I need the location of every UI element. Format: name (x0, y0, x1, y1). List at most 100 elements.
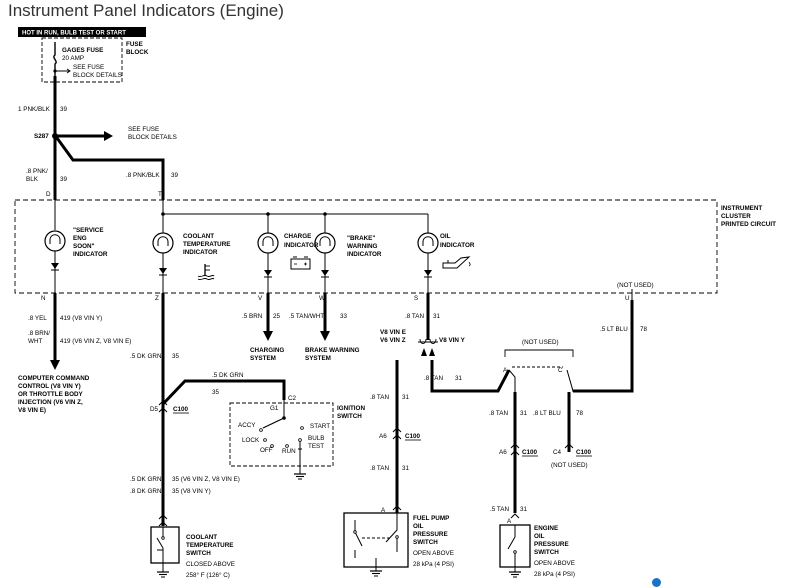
ecm-2: CONTROL (V8 VIN Y) (18, 383, 81, 390)
fp-c100-symbol (392, 427, 402, 440)
wire-39-right-circuit: 39 (171, 172, 179, 179)
ignition-accy: ACCY (238, 422, 256, 429)
diode-brake-icon (321, 253, 329, 293)
wire-39-left-circuit: 39 (60, 176, 68, 183)
wire-78-c-circuit: 78 (576, 410, 584, 417)
variant-left-2: V6 VIN Z (380, 337, 406, 344)
c4-c100-pin: C4 (553, 449, 562, 456)
instrument-cluster-box (14, 199, 718, 294)
coolant-switch-5: 258° F (126° C) (186, 571, 230, 579)
c100-d5-conn: C100 (173, 406, 189, 413)
ind-service-2: ENG (73, 235, 87, 242)
wire-35-ign-gauge: .5 DK GRN (212, 372, 244, 379)
variant-left-arrow (421, 348, 427, 356)
splice-ref: SEE FUSE (128, 126, 159, 133)
wire-35-bottom-g1: .5 DK GRN (130, 476, 162, 483)
pin-s: S (414, 295, 418, 302)
ecm-4: INJECTION (V6 VIN Z, (18, 399, 83, 406)
ind-brake-1: "BRAKE" (347, 235, 375, 242)
fp-c100-conn: C100 (405, 433, 421, 440)
fuse-tap-dot (53, 69, 57, 73)
pin-z: Z (155, 295, 159, 302)
battery-icon (290, 256, 311, 270)
e-c100-symbol (510, 443, 520, 456)
wire-39-right-gauge: .8 PNK/BLK (126, 172, 160, 179)
ignition-run: RUN (282, 448, 296, 455)
wire-31-e-low-gauge: .5 TAN (490, 506, 509, 513)
ind-coolant-3: INDICATOR (183, 249, 218, 256)
wire-33-gauge: .5 TAN/WHT (289, 313, 324, 320)
wire-31-fp-circuit: 31 (402, 394, 410, 401)
fp-switch-contact-1 (395, 535, 399, 539)
pin-d: D (46, 191, 51, 198)
fuse-details-arrow (55, 68, 71, 74)
c100-d5-symbol (158, 400, 168, 413)
cluster-label: INSTRUMENT (721, 205, 762, 212)
diode-service-icon (51, 251, 59, 293)
not-used-u: (NOT USED) (617, 282, 654, 289)
hot-bar-label: HOT IN RUN, BULB TEST OR START (22, 31, 126, 37)
wire-419-gauge2: .8 BRN/ (28, 330, 50, 337)
ignition-test: TEST (308, 443, 324, 450)
ignition-lock: LOCK (242, 437, 260, 444)
wire-31-fp-low-circuit: 31 (402, 465, 410, 472)
coolant-switch-1: COOLANT (186, 534, 217, 541)
bulb-service-icon (44, 230, 66, 252)
bulb-oil-icon (417, 232, 439, 254)
ecm-1: COMPUTER COMMAND (18, 375, 90, 382)
wire-419-gauge3: WHT (28, 338, 42, 345)
mid-switch-c (566, 369, 574, 392)
ind-brake-3: INDICATOR (347, 251, 382, 258)
fuse-block-label2: BLOCK (126, 49, 149, 56)
coolant-ground-icon (157, 571, 169, 578)
wire-419-gauge1: .8 YEL (28, 315, 47, 322)
wire-78-gauge: .5 LT BLU (600, 326, 628, 333)
ignition-contact-off (270, 444, 274, 448)
wire-31-e-low-circuit: 31 (520, 506, 528, 513)
coolant-switch-connector (158, 514, 168, 527)
cluster-label3: PRINTED CIRCUIT (721, 221, 776, 228)
pin-v: V (258, 295, 263, 302)
ignition-c2: C2 (288, 395, 297, 402)
c4-c100-symbol (564, 443, 574, 449)
pin-c-mid: C (558, 367, 563, 374)
fuse-symbol (53, 42, 57, 76)
fp-switch-6: 28 kPa (4 PSI) (413, 561, 454, 568)
ignition-contact-run (285, 444, 289, 448)
ind-oil-1: OIL (440, 233, 451, 240)
splice-s287 (52, 133, 58, 139)
brake-sys-2: SYSTEM (305, 355, 331, 362)
bus-dot-charge (266, 212, 270, 216)
e-switch-6: 28 kPa (4 PSI) (534, 571, 575, 578)
coolant-switch-blade (156, 537, 164, 549)
wire-25-arrow (263, 331, 273, 341)
page-title: Instrument Panel Indicators (Engine) (8, 1, 284, 20)
e-switch-2: OIL (534, 533, 545, 540)
pin-w: W (319, 295, 325, 302)
not-used-c4: (NOT USED) (551, 462, 588, 469)
wire-31-s-gauge: .8 TAN (405, 313, 424, 320)
wire-35-top-gauge: .5 DK GRN (130, 353, 162, 360)
ind-charge-2: INDICATOR (284, 242, 319, 249)
ignition-contact-lock (263, 438, 267, 442)
coolant-switch-contact (161, 536, 165, 540)
wire-419-circuit1: 419 (V8 VIN Y) (60, 315, 102, 322)
wire-35-ign-circuit: 35 (212, 389, 220, 396)
ignition-switch-box (229, 402, 334, 467)
ignition-off: OFF (260, 447, 273, 454)
wire-31-s-circuit: 31 (433, 313, 441, 320)
mid-switch-a (508, 369, 516, 392)
not-used-mid-bracket (504, 349, 574, 357)
wire-39-circuit: 39 (60, 106, 68, 113)
ind-coolant-1: COOLANT (183, 233, 214, 240)
fuel-pump-ground-icon (370, 570, 382, 577)
ecm-5: V8 VIN E) (18, 407, 46, 414)
coolant-switch-2: TEMPERATURE (186, 542, 233, 549)
variant-left-1: V8 VIN E (380, 329, 406, 336)
wire-31-e-top-circuit: 31 (455, 375, 463, 382)
wire-78-c-gauge: .8 LT BLU (533, 410, 561, 417)
variant-right: V8 VIN Y (439, 337, 466, 344)
gages-fuse-details2: BLOCK DETAILS (73, 72, 122, 79)
wire-419-arrow (50, 360, 60, 370)
